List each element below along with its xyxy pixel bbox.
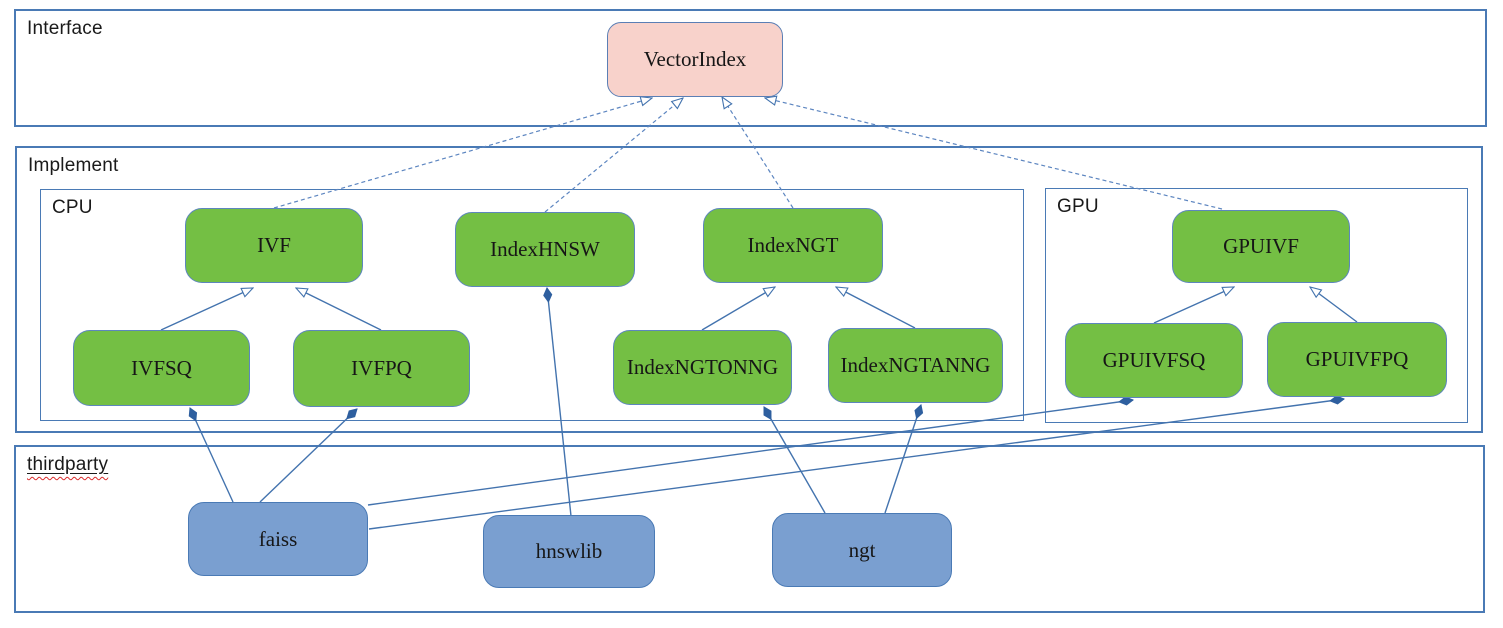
interface-group-label: Interface <box>27 18 103 39</box>
node-indexngtanng: IndexNGTANNG <box>828 328 1003 403</box>
node-indexngt: IndexNGT <box>703 208 883 283</box>
node-hnswlib: hnswlib <box>483 515 655 588</box>
node-ngt: ngt <box>772 513 952 587</box>
gpu-group-label: GPU <box>1057 196 1099 217</box>
node-ivf: IVF <box>185 208 363 283</box>
node-gpuivfsq: GPUIVFSQ <box>1065 323 1243 398</box>
node-gpuivf: GPUIVF <box>1172 210 1350 283</box>
node-ivfpq: IVFPQ <box>293 330 470 407</box>
implement-group-label: Implement <box>28 155 119 176</box>
node-indexngtonng: IndexNGTONNG <box>613 330 792 405</box>
node-vectorindex: VectorIndex <box>607 22 783 97</box>
node-indexhnsw: IndexHNSW <box>455 212 635 287</box>
node-faiss: faiss <box>188 502 368 576</box>
thirdparty-group-label-text: thirdparty <box>27 454 109 475</box>
node-ivfsq: IVFSQ <box>73 330 250 406</box>
thirdparty-group-label: thirdparty <box>27 454 108 476</box>
cpu-group-label: CPU <box>52 197 93 218</box>
node-gpuivfpq: GPUIVFPQ <box>1267 322 1447 397</box>
